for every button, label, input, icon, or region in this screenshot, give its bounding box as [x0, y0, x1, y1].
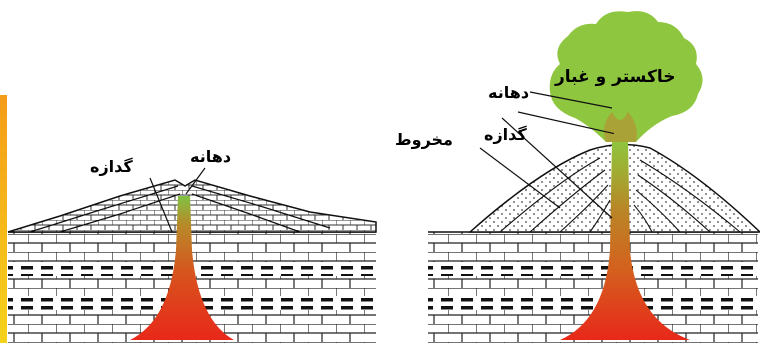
left-label-vent: دهانه — [190, 147, 231, 166]
right-label-ash: خاکستر و غبار — [554, 67, 675, 87]
right-label-vent: دهانه — [488, 83, 529, 102]
right-label-cone: مخروط — [395, 130, 453, 149]
left-volcano: گدازه دهانه — [8, 147, 376, 343]
right-volcano: خاکستر و غبار دهانه گدازه مخروط — [395, 11, 760, 343]
left-shield-layers — [8, 180, 376, 232]
right-label-magma: گدازه — [484, 125, 527, 144]
left-label-magma: گدازه — [90, 157, 133, 176]
edge-stripe — [0, 95, 7, 343]
